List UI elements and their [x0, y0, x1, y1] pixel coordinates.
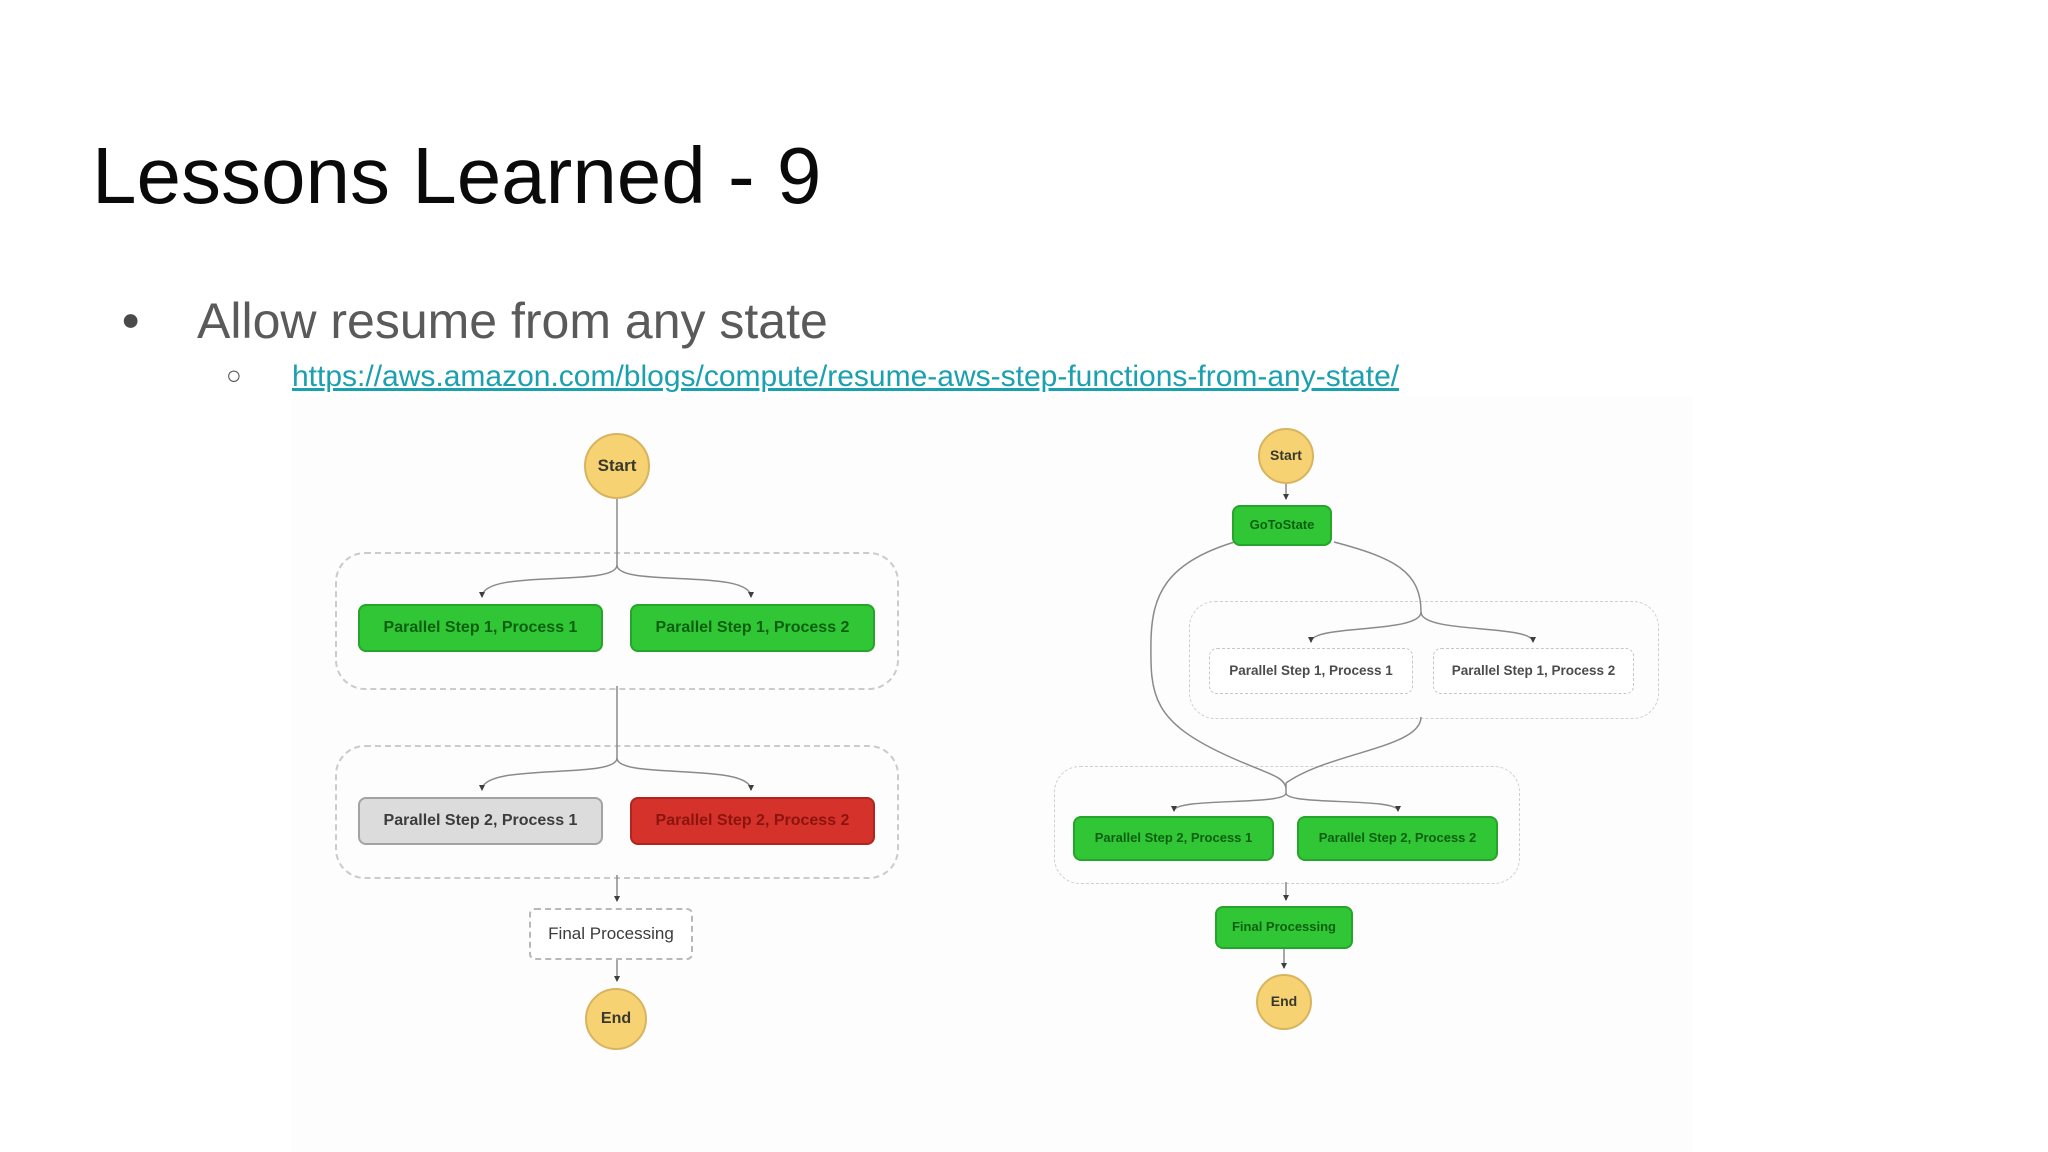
left-parallel-step1-process1-node: Parallel Step 1, Process 1: [358, 604, 603, 652]
bullet-hollow-circle-icon: ○: [226, 360, 242, 390]
right-parallel-step2-process2-node: Parallel Step 2, Process 2: [1297, 816, 1498, 861]
right-parallel-step1-process2-node: Parallel Step 1, Process 2: [1433, 648, 1634, 694]
bullet-filled-circle-icon: ●: [121, 301, 141, 337]
left-start-node: Start: [584, 433, 650, 499]
left-final-processing-node: Final Processing: [529, 908, 693, 960]
left-end-node: End: [585, 988, 647, 1050]
left-parallel-step2-process2-node: Parallel Step 2, Process 2: [630, 797, 875, 845]
right-end-node: End: [1256, 974, 1312, 1030]
blog-link[interactable]: https://aws.amazon.com/blogs/compute/res…: [292, 360, 1400, 393]
bullet-text: Allow resume from any state: [197, 293, 828, 349]
right-parallel-step2-process1-node: Parallel Step 2, Process 1: [1073, 816, 1274, 861]
right-final-processing-node: Final Processing: [1215, 906, 1353, 949]
page-title: Lessons Learned - 9: [92, 131, 822, 220]
left-parallel-step2-process1-node: Parallel Step 2, Process 1: [358, 797, 603, 845]
right-parallel-step1-process1-node: Parallel Step 1, Process 1: [1209, 648, 1413, 694]
right-gotostate-node: GoToState: [1232, 505, 1332, 546]
right-start-node: Start: [1258, 428, 1314, 484]
left-parallel-step1-process2-node: Parallel Step 1, Process 2: [630, 604, 875, 652]
